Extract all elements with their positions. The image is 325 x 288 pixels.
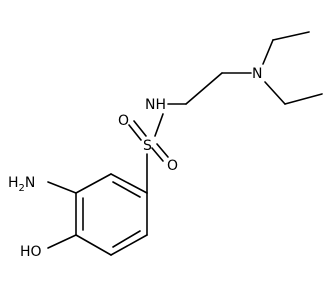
benzene-ring xyxy=(75,173,148,256)
ring-nh2-bond xyxy=(47,181,77,194)
ring-double-bond xyxy=(112,181,141,198)
ring-bond xyxy=(75,234,112,256)
ethyl-lower-ch3-bond xyxy=(284,93,323,105)
sulfur-label: S xyxy=(143,138,152,154)
ring-double-bond xyxy=(112,230,141,248)
ring-bond xyxy=(75,173,112,194)
s-o-double-bond-upper xyxy=(133,120,147,137)
ethyl-upper-ch3-bond xyxy=(272,31,310,41)
s-o-double-bond-upper xyxy=(128,124,142,141)
sulfonyl-oxygen-lower-label: O xyxy=(167,158,178,174)
ring-oh-bond xyxy=(47,234,77,249)
ring-bond xyxy=(110,173,148,194)
amide-nh-label: NH xyxy=(145,97,166,113)
ring-bond xyxy=(110,234,148,256)
s-n-bond xyxy=(154,113,164,137)
amine-nitrogen-label: N xyxy=(252,66,262,82)
n-ethyl-upper-bond xyxy=(262,39,274,65)
ch2-ch2-bond xyxy=(185,72,223,105)
n-ethyl-lower-bond xyxy=(264,81,286,105)
amino-group-label: H2N xyxy=(8,175,35,194)
s-o-double-bond-lower xyxy=(151,147,164,162)
hydroxy-group-label: HO xyxy=(20,244,42,260)
s-o-double-bond-lower xyxy=(156,143,169,158)
sulfonyl-oxygen-upper-label: O xyxy=(118,113,129,129)
